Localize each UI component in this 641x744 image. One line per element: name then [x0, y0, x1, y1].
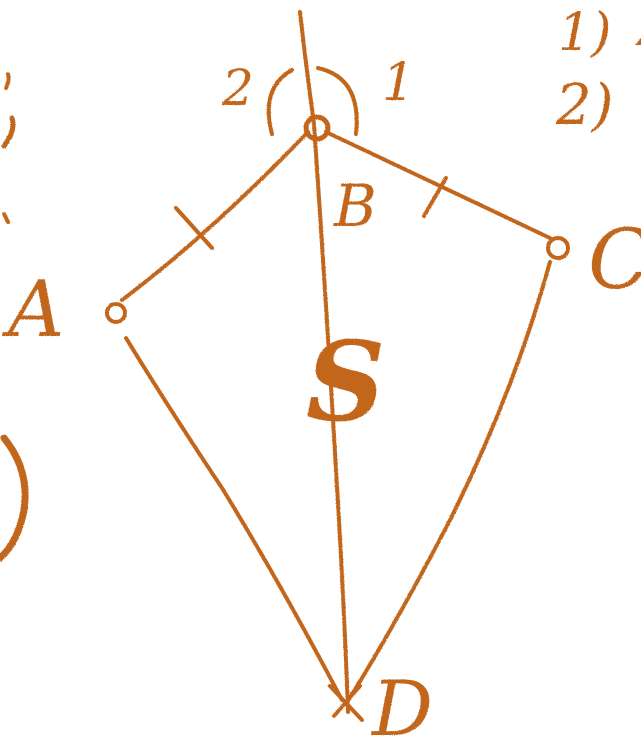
note-line-1: 1) ∠: [558, 3, 641, 63]
diagonal-bd: [298, 10, 350, 714]
side-label-s: S: [306, 317, 385, 446]
tick-mark-bc: [422, 176, 448, 218]
point-label-a: A: [2, 265, 64, 355]
vertex-b-point: [303, 114, 331, 142]
vertex-a-point: [105, 302, 127, 324]
side-cd: [344, 260, 552, 706]
angle-label-1: 1: [382, 53, 415, 113]
angle-arc-2: [266, 68, 294, 136]
vertex-c-point: [546, 236, 570, 260]
point-label-c: C: [588, 213, 641, 308]
angle-label-2: 2: [221, 59, 254, 117]
side-bc: [324, 130, 552, 240]
left-edge-mark-2: [1, 115, 16, 149]
left-edge-mark-3: [2, 212, 10, 224]
side-ad: [124, 336, 344, 702]
point-label-d: D: [370, 664, 433, 744]
point-label-b: B: [333, 172, 377, 240]
tick-mark-ab: [174, 206, 214, 250]
vertex-d-point: [328, 684, 364, 722]
left-edge-partial-parenthesis: [0, 434, 29, 562]
left-edge-mark-1: [4, 72, 11, 90]
note-line-2: 2): [555, 73, 613, 138]
angle-arc-1: [316, 66, 359, 136]
side-ab: [120, 130, 310, 302]
